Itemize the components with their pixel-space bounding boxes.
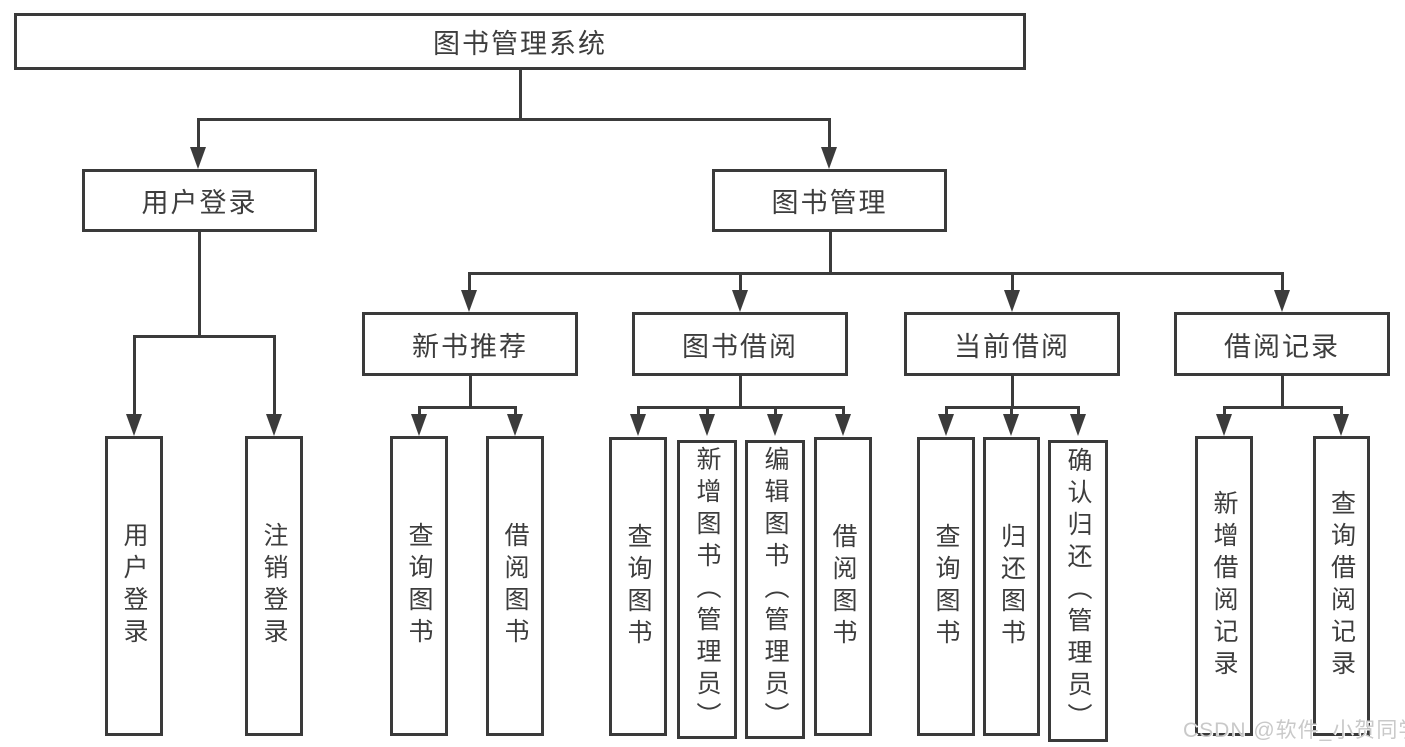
arrow-new-book-recommend-icon	[461, 290, 477, 312]
leaf-query-books-current-label: 查询图书	[932, 522, 960, 651]
connector-book-management-drop	[829, 232, 832, 272]
arrow-book-borrowing-icon	[732, 290, 748, 312]
arrow-query-books-recommend-icon	[411, 414, 427, 436]
leaf-borrow-books-recommend: 借阅图书	[486, 436, 544, 736]
leaf-return-books-label: 归还图书	[997, 522, 1026, 651]
leaf-query-borrow-record: 查询借阅记录	[1313, 436, 1370, 736]
arrow-query-books-borrowing-icon	[630, 414, 646, 436]
connector-root-drop	[519, 68, 522, 118]
connector-stem-borrow-books-recommend	[514, 406, 517, 414]
leaf-confirm-return-admin: 确认归还（管理员）	[1048, 440, 1108, 742]
leaf-query-books-current: 查询图书	[917, 437, 975, 736]
node-root-label: 图书管理系统	[433, 29, 607, 59]
node-user-login-label: 用户登录	[141, 188, 258, 218]
leaf-add-borrow-record: 新增借阅记录	[1195, 436, 1253, 736]
node-new-book-recommend: 新书推荐	[362, 312, 578, 376]
arrow-add-books-admin-icon	[699, 414, 715, 436]
connector-stem-query-books-current	[945, 406, 948, 414]
arrow-borrow-books-borrowing-icon	[835, 414, 851, 436]
connector-stem-book-management	[828, 118, 831, 149]
connector-stem-user-login-leaf	[133, 335, 136, 414]
leaf-add-books-admin-label: 新增图书（管理员）	[693, 445, 721, 734]
leaf-confirm-return-admin-label: 确认归还（管理员）	[1064, 447, 1092, 735]
connector-stem-confirm-return-admin	[1077, 406, 1080, 414]
arrow-query-borrow-record-icon	[1333, 414, 1349, 436]
csdn-watermark: CSDN @软件_小贺同学	[1183, 719, 1405, 742]
leaf-query-books-recommend: 查询图书	[390, 436, 448, 736]
node-new-book-recommend-label: 新书推荐	[412, 331, 528, 362]
connector-stem-query-books-recommend	[418, 406, 421, 414]
leaf-borrow-books-borrowing-label: 借阅图书	[829, 522, 857, 651]
node-book-borrowing: 图书借阅	[632, 312, 848, 376]
connector-stem-logout	[273, 335, 276, 414]
connector-book-borrowing-span	[638, 406, 844, 409]
leaf-borrow-books-recommend-label: 借阅图书	[501, 522, 529, 650]
leaf-return-books: 归还图书	[983, 437, 1040, 736]
connector-borrowing-records-drop	[1281, 376, 1284, 406]
leaf-user-login: 用户登录	[105, 436, 163, 736]
connector-stem-user-login	[197, 118, 200, 149]
node-current-borrowing: 当前借阅	[904, 312, 1120, 376]
connector-stem-query-books-borrowing	[637, 406, 640, 414]
connector-stem-new-book-recommend	[468, 272, 471, 290]
connector-stem-book-borrowing	[739, 272, 742, 290]
leaf-add-borrow-record-label: 新增借阅记录	[1210, 490, 1238, 682]
leaf-edit-books-admin: 编辑图书（管理员）	[745, 440, 805, 739]
node-book-management-label: 图书管理	[771, 188, 888, 218]
arrow-user-login-icon	[190, 147, 206, 169]
node-book-management: 图书管理	[712, 169, 947, 232]
leaf-logout-login: 注销登录	[245, 436, 303, 736]
leaf-query-borrow-record-label: 查询借阅记录	[1327, 490, 1356, 682]
leaf-edit-books-admin-label: 编辑图书（管理员）	[761, 445, 789, 734]
connector-root-span	[198, 118, 831, 121]
node-current-borrowing-label: 当前借阅	[954, 331, 1070, 362]
arrow-borrow-books-recommend-icon	[507, 414, 523, 436]
connector-borrowing-records-span	[1224, 406, 1342, 409]
leaf-query-books-borrowing-label: 查询图书	[624, 522, 652, 651]
connector-book-management-span	[469, 272, 1283, 275]
arrow-logout-icon	[266, 414, 282, 436]
arrow-edit-books-admin-icon	[767, 414, 783, 436]
connector-stem-borrow-books-borrowing	[842, 406, 845, 414]
connector-book-borrowing-drop	[739, 376, 742, 406]
node-root-system: 图书管理系统	[14, 13, 1026, 70]
node-book-borrowing-label: 图书借阅	[682, 331, 798, 362]
node-borrowing-records-label: 借阅记录	[1224, 331, 1340, 362]
leaf-query-books-recommend-label: 查询图书	[405, 522, 433, 650]
connector-user-login-span	[134, 335, 275, 338]
node-borrowing-records: 借阅记录	[1174, 312, 1390, 376]
connector-new-book-recommend-drop	[469, 376, 472, 406]
connector-new-book-recommend-span	[419, 406, 516, 409]
arrow-current-borrowing-icon	[1004, 290, 1020, 312]
connector-stem-add-borrow-record	[1223, 406, 1226, 414]
connector-stem-borrowing-records	[1281, 272, 1284, 290]
connector-stem-return-books	[1010, 406, 1013, 414]
arrow-book-management-icon	[821, 147, 837, 169]
arrow-user-login-leaf-icon	[126, 414, 142, 436]
connector-current-borrowing-drop	[1011, 376, 1014, 406]
connector-stem-query-borrow-record	[1340, 406, 1343, 414]
arrow-confirm-return-admin-icon	[1070, 414, 1086, 436]
leaf-logout-login-label: 注销登录	[260, 522, 288, 650]
leaf-add-books-admin: 新增图书（管理员）	[677, 440, 737, 739]
connector-user-login-drop	[198, 232, 201, 335]
arrow-add-borrow-record-icon	[1216, 414, 1232, 436]
arrow-borrowing-records-icon	[1274, 290, 1290, 312]
connector-stem-edit-books-admin	[774, 406, 777, 414]
leaf-borrow-books-borrowing: 借阅图书	[814, 437, 872, 736]
leaf-query-books-borrowing: 查询图书	[609, 437, 667, 736]
leaf-user-login-label: 用户登录	[120, 522, 148, 650]
arrow-return-books-icon	[1003, 414, 1019, 436]
connector-stem-current-borrowing	[1011, 272, 1014, 290]
connector-stem-add-books-admin	[706, 406, 709, 414]
arrow-query-books-current-icon	[938, 414, 954, 436]
node-user-login: 用户登录	[82, 169, 317, 232]
